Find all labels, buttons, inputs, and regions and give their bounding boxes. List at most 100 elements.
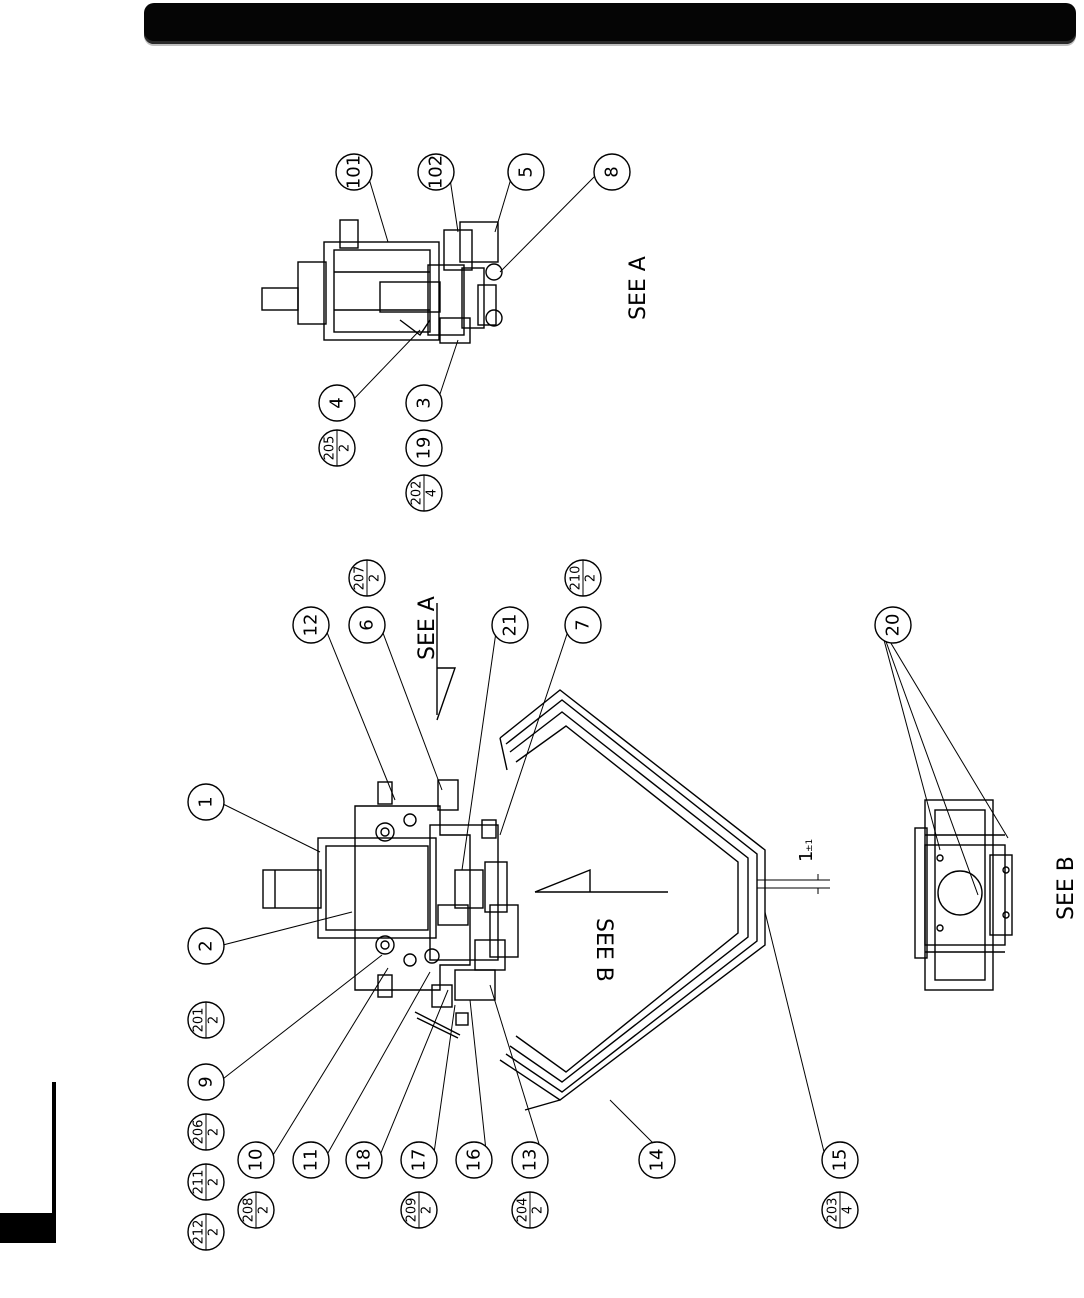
balloon-number: 1 — [196, 796, 217, 807]
balloon-number: 17 — [409, 1149, 430, 1172]
part-balloon-101: 101 — [335, 153, 373, 191]
part-balloon-2: 2 — [187, 927, 225, 965]
balloon-number: 8 — [602, 166, 623, 177]
dimension-mark — [757, 874, 830, 894]
main-housing — [262, 779, 519, 1039]
balloon-number: 4 — [327, 397, 348, 408]
qty-part-number: 201 — [192, 1008, 207, 1033]
qty-part-number: 202 — [410, 481, 425, 506]
balloon-circle — [187, 783, 225, 821]
see-a-label-main: SEE A — [415, 596, 440, 660]
page-edge-tab — [0, 1213, 56, 1243]
balloon-circle — [335, 153, 373, 191]
balloon-circle — [292, 1141, 330, 1179]
detail-a-leaders — [349, 171, 600, 404]
part-balloon-17: 17 — [400, 1141, 438, 1179]
dimension-tolerance: ±1 — [805, 839, 815, 852]
balloon-number: 13 — [520, 1149, 541, 1172]
balloon-number: 10 — [246, 1149, 267, 1172]
balloon-circle — [491, 606, 529, 644]
qty-count: 2 — [207, 1016, 222, 1024]
balloon-circle — [564, 606, 602, 644]
balloon-number: 14 — [647, 1149, 668, 1172]
part-balloon-14: 14 — [638, 1141, 676, 1179]
part-balloon-11: 11 — [292, 1141, 330, 1179]
part-balloon-12: 12 — [292, 606, 330, 644]
qty-part-number: 205 — [323, 436, 338, 461]
part-balloon-20: 20 — [874, 606, 912, 644]
balloon-circle — [187, 1063, 225, 1101]
balloon-number: 15 — [830, 1149, 851, 1172]
balloon-circle — [593, 153, 631, 191]
balloon-circle — [638, 1141, 676, 1179]
part-balloon-9: 9 — [187, 1063, 225, 1101]
part-balloon-1: 1 — [187, 783, 225, 821]
balloon-number: 5 — [516, 166, 537, 177]
qty-part-number: 208 — [242, 1198, 257, 1223]
see-b-label-main: SEE B — [591, 918, 616, 982]
balloon-circle — [874, 606, 912, 644]
balloon-circle — [187, 927, 225, 965]
detail-a-assembly — [261, 219, 503, 344]
balloon-circle — [318, 384, 356, 422]
balloon-circle — [507, 153, 545, 191]
see-b-arrow — [534, 868, 668, 893]
part-balloon-15: 15 — [821, 1141, 859, 1179]
balloon-circle — [292, 606, 330, 644]
qty-count: 4 — [841, 1206, 856, 1214]
balloon-circle — [417, 153, 455, 191]
balloon-number: 2 — [196, 940, 217, 951]
arm-frame — [499, 689, 766, 1111]
part-balloon-16: 16 — [455, 1141, 493, 1179]
qty-count: 2 — [420, 1206, 435, 1214]
qty-part-number: 204 — [516, 1198, 531, 1223]
part-balloon-21: 21 — [491, 606, 529, 644]
page-edge-tab-line — [52, 1082, 56, 1242]
balloon-circle — [345, 1141, 383, 1179]
part-balloon-4: 4 — [318, 384, 356, 422]
qty-count: 2 — [584, 574, 599, 582]
qty-part-number: 206 — [192, 1120, 207, 1145]
qty-part-number: 207 — [353, 566, 368, 591]
balloon-number: 21 — [500, 614, 521, 637]
balloon-circle — [821, 1141, 859, 1179]
qty-part-number: 212 — [192, 1220, 207, 1245]
balloon-number: 12 — [301, 614, 322, 637]
qty-count: 2 — [207, 1178, 222, 1186]
balloon-circle — [348, 606, 386, 644]
balloon-circle — [237, 1141, 275, 1179]
part-balloon-18: 18 — [345, 1141, 383, 1179]
balloon-number: 101 — [344, 155, 365, 189]
balloon-number: 16 — [464, 1149, 485, 1172]
balloon-number: 19 — [414, 437, 435, 460]
balloon-number: 3 — [414, 397, 435, 408]
part-balloon-5: 5 — [507, 153, 545, 191]
balloon-circle — [405, 429, 443, 467]
qty-count: 2 — [368, 574, 383, 582]
qty-count: 2 — [207, 1128, 222, 1136]
dimension-value: 1 — [796, 851, 817, 862]
part-balloon-7: 7 — [564, 606, 602, 644]
qty-count: 2 — [338, 444, 353, 452]
part-balloon-10: 10 — [237, 1141, 275, 1179]
part-balloon-102: 102 — [417, 153, 455, 191]
see-a-arrow — [436, 603, 456, 721]
part-balloon-8: 8 — [593, 153, 631, 191]
balloon-number: 102 — [426, 155, 447, 189]
part-balloon-19: 19 — [405, 429, 443, 467]
section-header-bar — [144, 3, 1076, 44]
balloon-number: 11 — [301, 1149, 322, 1172]
qty-count: 2 — [531, 1206, 546, 1214]
see-a-label-detail: SEE A — [626, 256, 651, 320]
balloon-number: 18 — [354, 1149, 375, 1172]
